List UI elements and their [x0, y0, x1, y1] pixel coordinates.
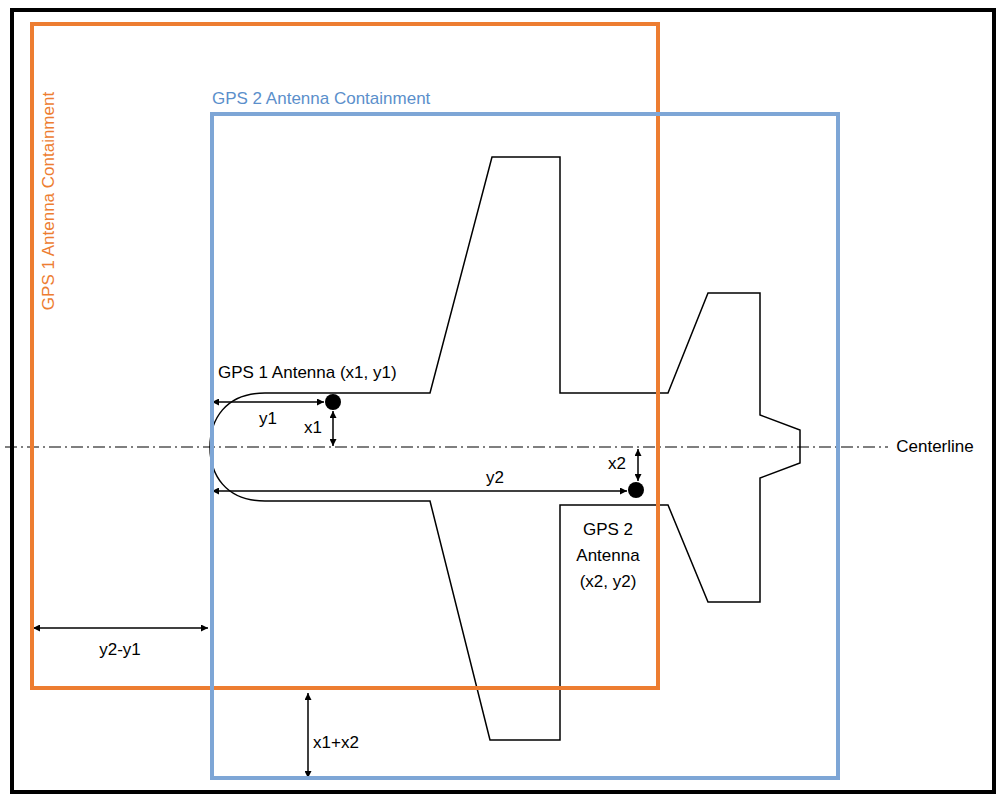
containment-box: GPS 2 Antenna Containment	[210, 112, 840, 780]
antenna-label: GPS 2 Antenna (x2, y2)	[566, 517, 650, 595]
dimension-label: x2	[608, 454, 626, 474]
x1-dimension	[332, 411, 334, 446]
gps2-antenna-dot	[628, 482, 644, 498]
containment-box: GPS 1 Antenna Containment	[30, 22, 660, 690]
containment-heading: GPS 1 Antenna Containment	[39, 92, 59, 310]
y2-dimension	[212, 490, 627, 492]
gps1-antenna-dot	[325, 394, 341, 410]
containment-heading: GPS 2 Antenna Containment	[212, 89, 430, 109]
airplane-outline	[210, 157, 800, 740]
antenna-label: GPS 1 Antenna (x1, y1)	[218, 363, 397, 383]
dimension-label: x1	[304, 418, 322, 438]
centerline-label: Centerline	[896, 437, 974, 457]
centerline	[5, 446, 888, 447]
y2-y1-dimension	[33, 627, 208, 629]
dimension-label: x1+x2	[313, 733, 359, 753]
x2-dimension	[637, 449, 639, 481]
y1-dimension	[212, 401, 324, 403]
dimension-label: y1	[259, 409, 277, 429]
x1-x2-dimension	[307, 693, 309, 778]
outer-frame	[12, 10, 994, 792]
dimension-label: y2-y1	[99, 640, 141, 660]
dimension-label: y2	[486, 468, 504, 488]
